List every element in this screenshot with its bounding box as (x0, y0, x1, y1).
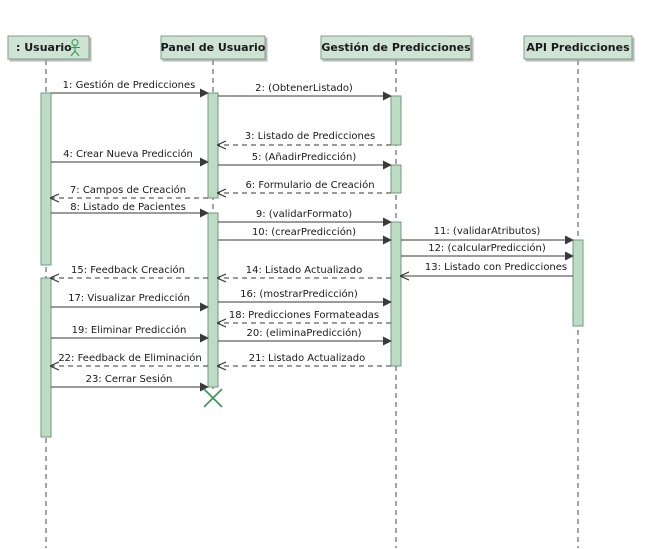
message-label-10: 10: (crearPredicción) (252, 226, 356, 238)
activation-panel-1 (207, 92, 219, 199)
message-label-5: 5: (AñadirPredicción) (252, 151, 357, 163)
message-15: 15: Feedback Creación (51, 264, 208, 278)
message-20: 20: (eliminaPredicción) (218, 327, 392, 346)
lifeline-label-panel: Panel de Usuario (161, 41, 266, 54)
activation-gestion-2 (390, 164, 402, 194)
lifeline-label-api: API Predicciones (526, 41, 630, 54)
message-11: 11: (validarAtributos) (401, 226, 574, 245)
message-label-11: 11: (validarAtributos) (434, 226, 541, 237)
message-1: 1: Gestión de Predicciones (51, 79, 209, 98)
activation-gestion-1 (390, 95, 402, 146)
lifeline-label-gestion: Gestión de Predicciones (321, 41, 471, 54)
message-label-21: 21: Listado Actualizado (249, 353, 365, 364)
message-label-19: 19: Eliminar Predicción (72, 324, 187, 336)
message-label-17: 17: Visualizar Predicción (68, 292, 190, 304)
message-17: 17: Visualizar Predicción (51, 292, 209, 312)
lifeline-header-panel: Panel de Usuario (160, 35, 266, 60)
message-2: 2: (ObtenerListado) (218, 83, 392, 101)
message-label-6: 6: Formulario de Creación (245, 179, 374, 191)
message-23: 23: Cerrar Sesión (51, 373, 209, 392)
message-label-12: 12: (calcularPredicción) (428, 242, 546, 254)
lifeline-label-usuario: : Usuario (16, 41, 72, 54)
actor-icon (70, 38, 80, 57)
message-7: 7: Campos de Creación (51, 184, 208, 198)
message-label-8: 8: Listado de Pacientes (70, 202, 186, 213)
message-label-2: 2: (ObtenerListado) (255, 83, 353, 94)
message-4: 4: Crear Nueva Predicción (51, 148, 209, 167)
message-label-16: 16: (mostrarPredicción) (240, 288, 358, 300)
message-13: 13: Listado con Predicciones (401, 262, 573, 276)
message-label-22: 22: Feedback de Eliminación (58, 352, 201, 364)
message-label-14: 14: Listado Actualizado (246, 265, 362, 276)
message-12: 12: (calcularPredicción) (401, 242, 574, 261)
destroy-x-icon (203, 388, 223, 408)
activation-api-1 (572, 239, 584, 327)
message-label-23: 23: Cerrar Sesión (86, 373, 173, 385)
message-label-18: 18: Predicciones Formateadas (229, 310, 379, 321)
lifeline-header-api: API Predicciones (523, 35, 633, 60)
message-label-1: 1: Gestión de Predicciones (63, 79, 196, 91)
message-label-3: 3: Listado de Predicciones (245, 131, 375, 142)
activation-usuario-2 (40, 277, 52, 438)
message-21: 21: Listado Actualizado (218, 353, 391, 366)
message-19: 19: Eliminar Predicción (51, 324, 209, 343)
message-8: 8: Listado de Pacientes (51, 202, 209, 218)
message-label-7: 7: Campos de Creación (70, 184, 186, 196)
message-5: 5: (AñadirPredicción) (218, 151, 392, 170)
message-label-9: 9: (validarFormato) (256, 209, 352, 220)
lifeline-header-usuario: : Usuario (7, 35, 90, 60)
message-9: 9: (validarFormato) (218, 209, 392, 227)
lifeline-header-gestion: Gestión de Predicciones (320, 35, 472, 60)
activation-panel-2 (207, 212, 219, 388)
activation-gestion-3 (390, 221, 402, 367)
message-14: 14: Listado Actualizado (218, 265, 391, 278)
message-3: 3: Listado de Predicciones (218, 131, 391, 145)
message-22: 22: Feedback de Eliminación (51, 352, 208, 366)
message-18: 18: Predicciones Formateadas (218, 310, 391, 323)
message-10: 10: (crearPredicción) (218, 226, 392, 245)
message-16: 16: (mostrarPredicción) (218, 288, 392, 307)
activation-usuario-1 (40, 92, 52, 266)
message-label-20: 20: (eliminaPredicción) (246, 327, 361, 339)
message-6: 6: Formulario de Creación (218, 179, 391, 193)
message-label-15: 15: Feedback Creación (71, 264, 185, 276)
message-label-4: 4: Crear Nueva Predicción (63, 148, 193, 160)
message-label-13: 13: Listado con Predicciones (425, 262, 567, 273)
